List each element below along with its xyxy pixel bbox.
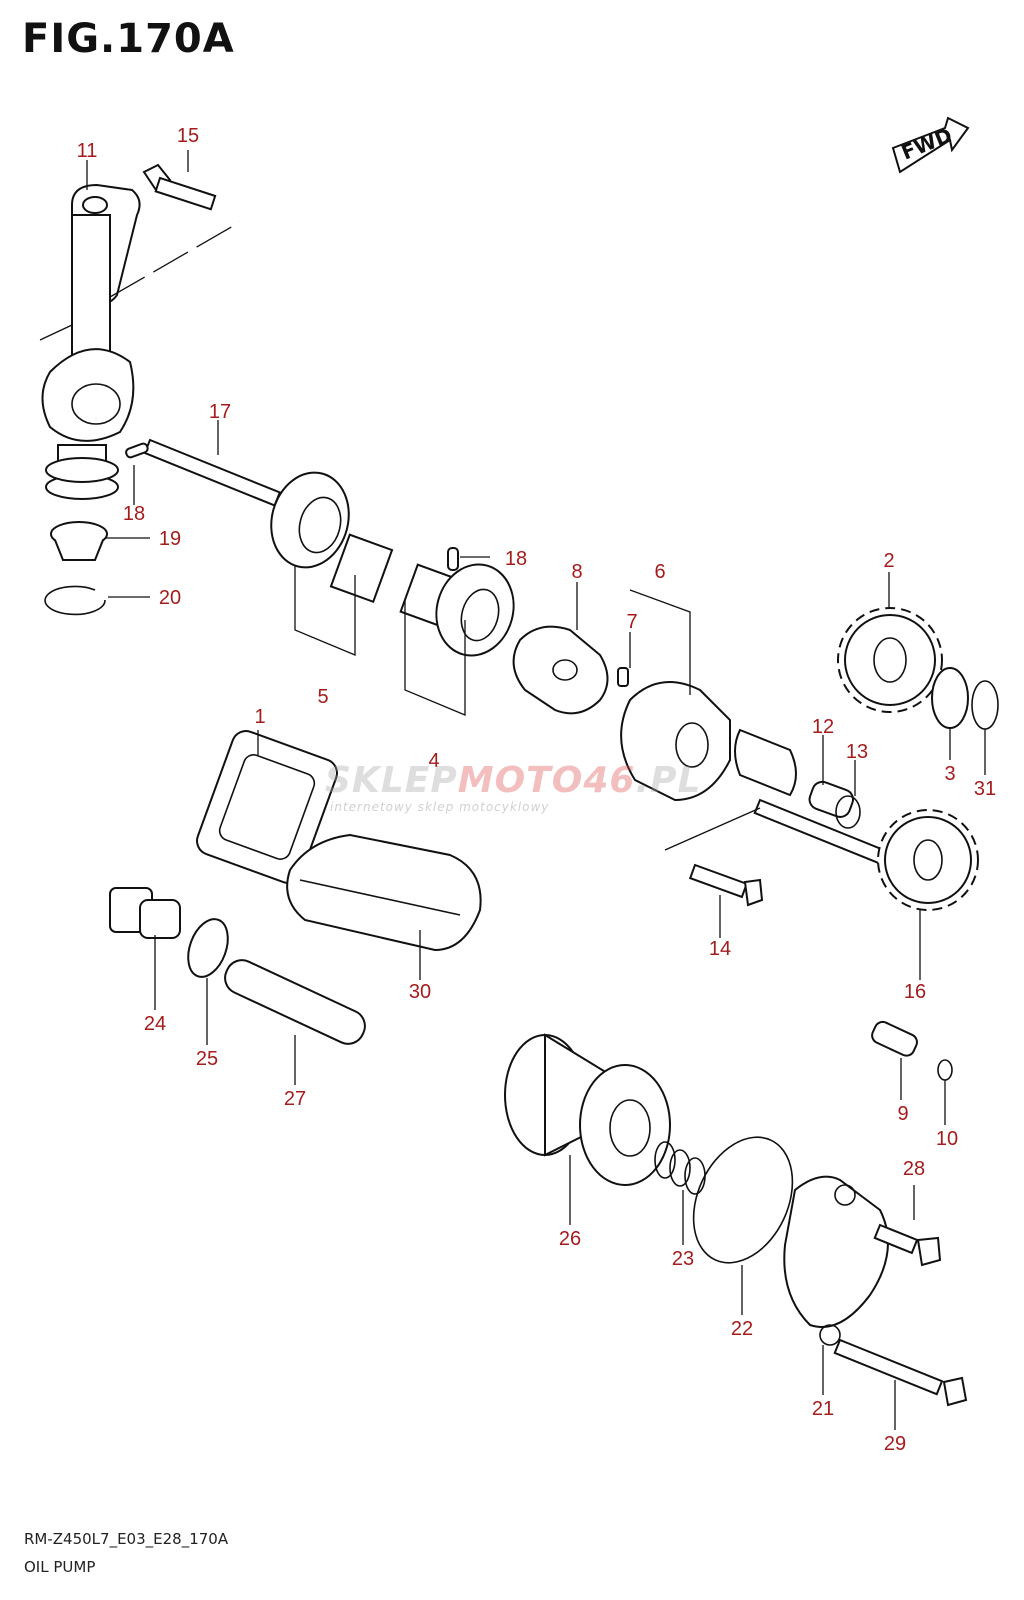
callout-21: 21 — [812, 1398, 834, 1420]
callout-28: 28 — [903, 1158, 925, 1180]
callout-9: 9 — [897, 1103, 908, 1125]
callout-2: 2 — [883, 550, 894, 572]
callout-27: 27 — [284, 1088, 306, 1110]
part-25-gasket — [187, 918, 229, 978]
callout-6: 6 — [654, 561, 665, 583]
callout-18-b: 18 — [505, 548, 527, 570]
part-12-collar — [808, 780, 854, 818]
model-code: RM-Z450L7_E03_E28_170A — [24, 1530, 229, 1548]
callout-23: 23 — [672, 1248, 694, 1270]
callout-31: 31 — [974, 778, 996, 800]
callout-4: 4 — [428, 750, 439, 772]
part-5-rotor-inner — [329, 533, 394, 604]
part-5-rotor-outer — [270, 471, 350, 569]
part-2-sprocket — [837, 607, 943, 713]
callout-20: 20 — [159, 587, 181, 609]
part-17-shaft — [143, 438, 282, 507]
part-11-strainer-pipe — [41, 183, 141, 500]
part-24-drain-plug — [109, 887, 181, 939]
callout-1: 1 — [254, 706, 265, 728]
callout-25: 25 — [196, 1048, 218, 1070]
part-14-bolt — [688, 863, 764, 907]
part-31-circlip — [971, 680, 999, 730]
fwd-arrow-icon: FWD — [891, 116, 970, 174]
callout-5: 5 — [317, 686, 328, 708]
part-10-o-ring — [937, 1059, 953, 1081]
callout-16: 16 — [904, 981, 926, 1003]
part-20-circlip — [44, 585, 106, 616]
part-18-pin-b — [447, 547, 459, 571]
part-15-bolt — [142, 163, 217, 211]
callout-3: 3 — [944, 763, 955, 785]
callout-18-a: 18 — [123, 503, 145, 525]
part-28-bolt — [873, 1223, 942, 1267]
part-16-sprocket — [877, 809, 979, 911]
part-13-o-ring — [835, 795, 861, 829]
part-30-plate — [286, 833, 482, 952]
callout-29: 29 — [884, 1433, 906, 1455]
callout-30: 30 — [409, 981, 431, 1003]
part-29-bolt — [833, 1338, 968, 1407]
callout-11: 11 — [77, 140, 98, 162]
part-9-fitting — [871, 1020, 918, 1057]
callout-14: 14 — [709, 938, 731, 960]
callout-19: 19 — [159, 528, 181, 550]
part-1-gasket — [196, 730, 338, 884]
callout-8: 8 — [571, 561, 582, 583]
watermark-tagline: internetowy sklep motocyklowy — [330, 800, 550, 814]
part-8-pump-cover — [512, 625, 609, 715]
callout-26: 26 — [559, 1228, 581, 1250]
callout-10: 10 — [936, 1128, 958, 1150]
callout-17: 17 — [209, 401, 231, 423]
part-7-dowel — [617, 667, 629, 687]
callout-24: 24 — [144, 1013, 166, 1035]
callout-12: 12 — [812, 716, 834, 738]
callout-labels: 11 15 17 18 19 20 18 8 6 7 2 5 4 1 12 13… — [77, 125, 997, 1455]
part-19-strainer — [50, 521, 108, 561]
part-4-rotor-set — [399, 563, 515, 657]
leader-lines — [86, 150, 986, 1430]
section-name: OIL PUMP — [24, 1558, 96, 1576]
callout-22: 22 — [731, 1318, 753, 1340]
part-26-oil-filter — [504, 1033, 671, 1186]
callout-7: 7 — [626, 611, 637, 633]
part-6-pump-body — [620, 681, 797, 802]
watermark-brand: SKLEPMOTO46.PL — [325, 760, 702, 801]
callout-15: 15 — [177, 125, 199, 147]
part-27-oil-screen — [224, 959, 366, 1045]
fwd-label: FWD — [898, 123, 956, 165]
part-21-filter-cover — [783, 1175, 889, 1346]
part-18-pin — [125, 442, 149, 459]
part-22-o-ring — [692, 1136, 794, 1264]
callout-13: 13 — [846, 741, 868, 763]
part-3-washer — [931, 667, 969, 729]
figure-title: FIG.170A — [22, 16, 235, 62]
